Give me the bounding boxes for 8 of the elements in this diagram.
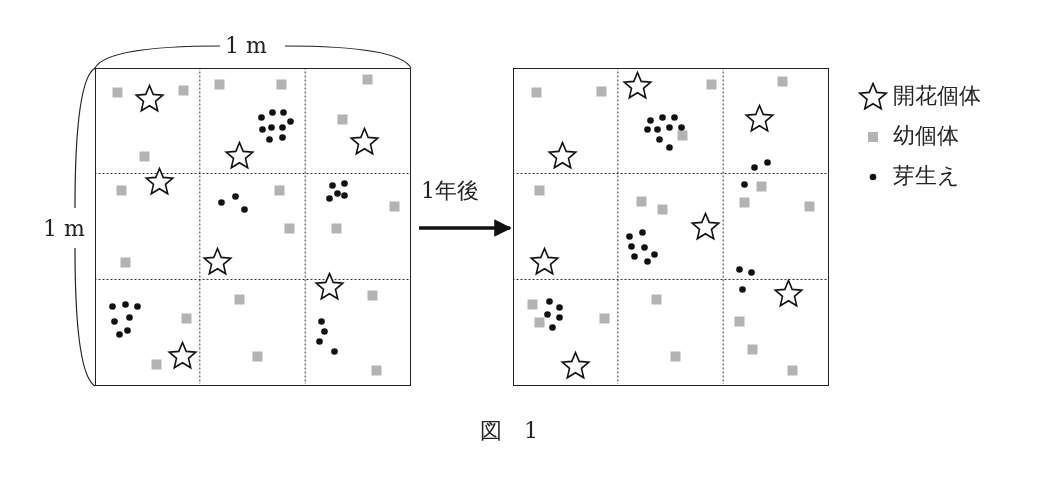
arrow: [419, 219, 512, 237]
figure-caption: 図 1: [480, 420, 538, 442]
edge-label: 1年後: [421, 180, 479, 202]
legend-label: 幼個体: [893, 125, 959, 147]
dimension-label: 1 m: [225, 35, 267, 57]
dimension-label: 1 m: [43, 218, 85, 240]
legend-label: 開花個体: [893, 85, 981, 107]
legend-label: 芽生え: [893, 165, 960, 187]
